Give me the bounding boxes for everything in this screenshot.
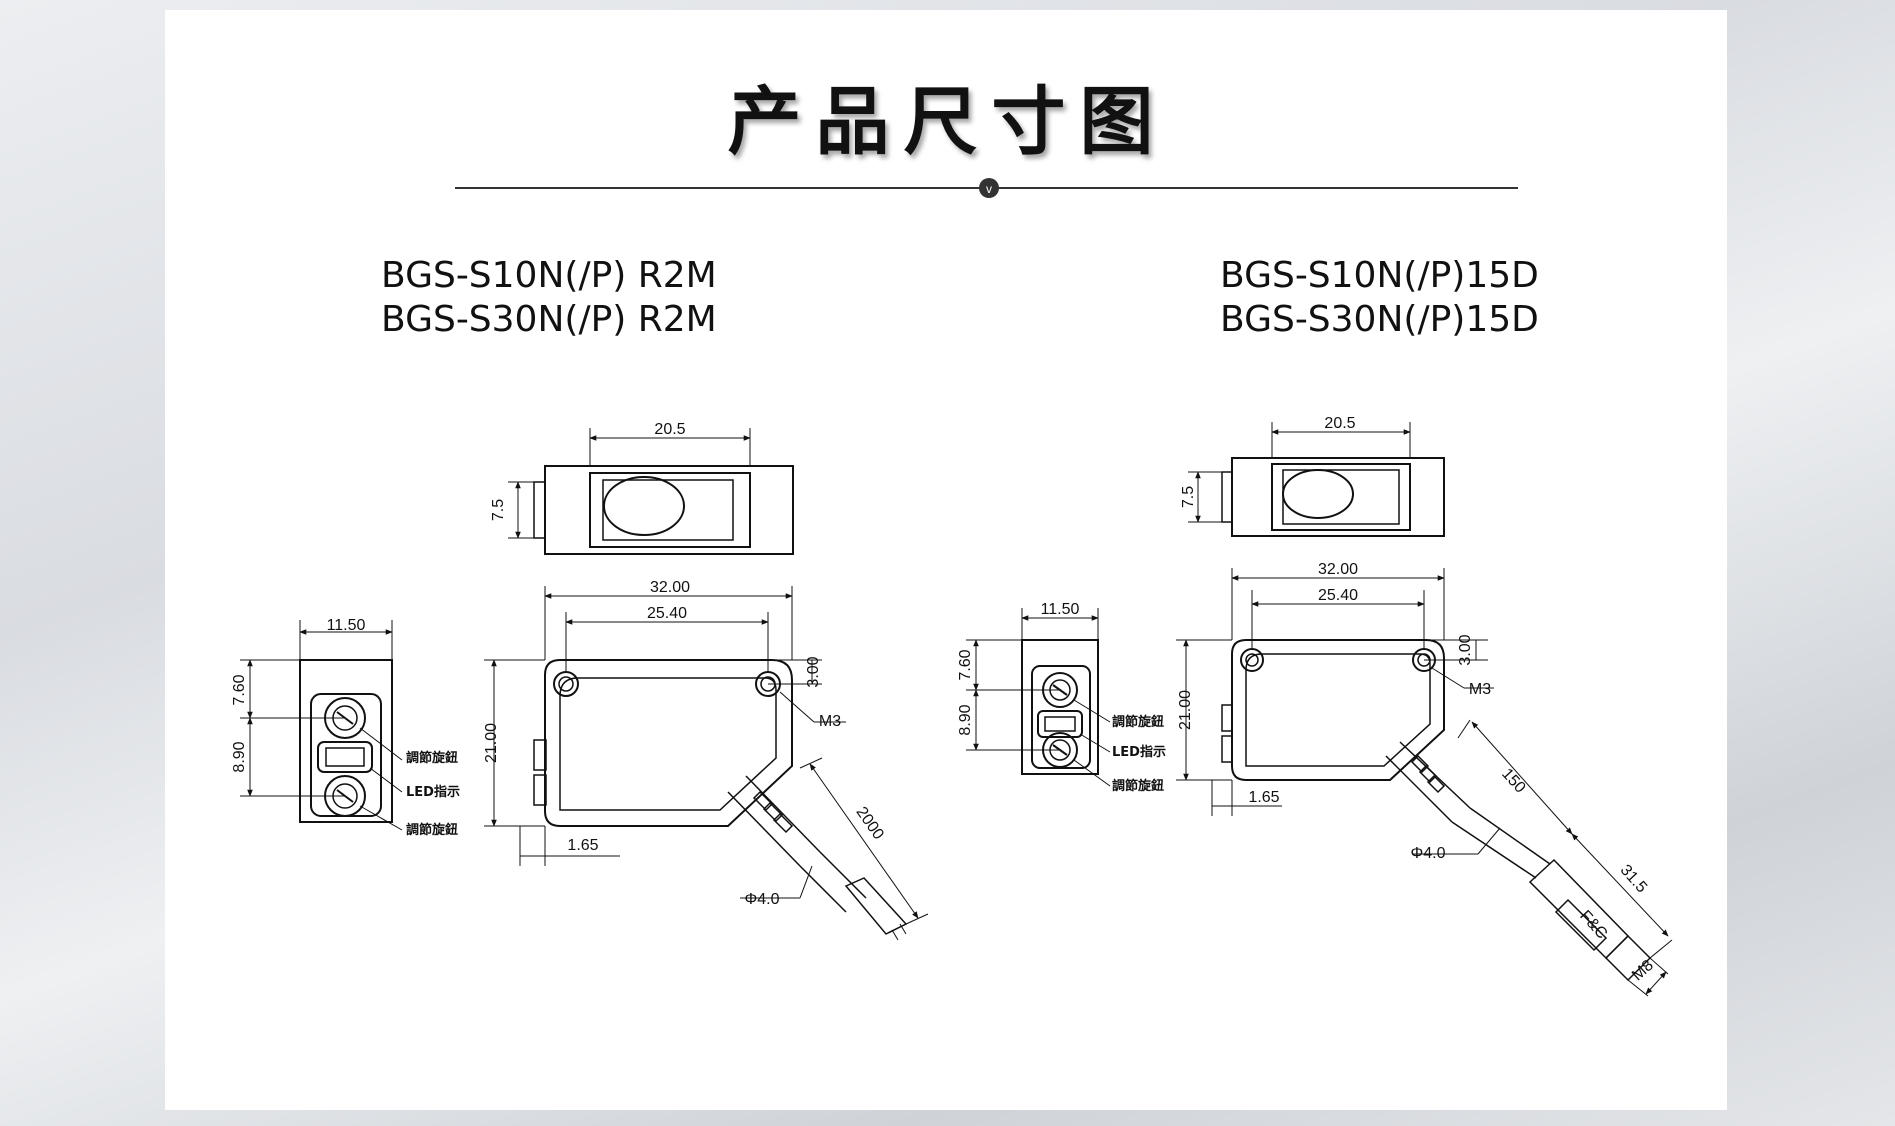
left-side-view	[240, 620, 403, 831]
right-front-total: 32.00	[1318, 561, 1358, 578]
page-title: 产品尺寸图	[727, 79, 1168, 165]
right-cable-dia: Φ4.0	[1410, 845, 1445, 862]
right-cable-length: 150	[1498, 765, 1529, 796]
right-front-holes: 25.40	[1318, 587, 1358, 604]
left-side-width: 11.50	[327, 617, 366, 634]
left-adjust-top-label: 調節旋鈕	[406, 750, 458, 766]
left-front-total: 32.00	[650, 579, 690, 596]
left-hole-label: M3	[819, 713, 841, 730]
left-led-label: LED指示	[406, 784, 460, 800]
right-side-upper: 7.60	[957, 649, 974, 680]
left-front-offset: 3.00	[805, 656, 822, 687]
left-adjust-bottom-label: 調節旋鈕	[406, 822, 458, 838]
right-front-base: 1.65	[1248, 789, 1279, 806]
right-top-height: 7.5	[1180, 486, 1197, 508]
right-front-height: 21.00	[1177, 690, 1194, 730]
right-connector-length: 31.5	[1617, 862, 1651, 897]
right-side-lower: 8.90	[957, 704, 974, 735]
right-side-width: 11.50	[1041, 601, 1080, 618]
right-front-offset: 3.00	[1457, 634, 1474, 665]
left-model-name-1: BGS-S10N(/P) R2M	[381, 255, 717, 296]
divider-badge: v	[986, 182, 992, 196]
content-panel	[165, 10, 1727, 1110]
left-top-width: 20.5	[654, 421, 685, 438]
right-side-view	[966, 608, 1111, 787]
left-front-height: 21.00	[483, 723, 500, 763]
right-hole-label: M3	[1469, 681, 1491, 698]
left-cable-length: 2000	[853, 804, 887, 843]
right-top-view	[1188, 422, 1445, 537]
title-divider: v	[455, 178, 1518, 198]
left-front-base: 1.65	[567, 837, 598, 854]
right-top-width: 20.5	[1324, 415, 1355, 432]
right-led-label: LED指示	[1112, 744, 1166, 760]
right-adjust-top-label: 調節旋鈕	[1112, 714, 1164, 730]
right-model-name-2: BGS-S30N(/P)15D	[1220, 299, 1539, 340]
right-adjust-bottom-label: 調節旋鈕	[1112, 778, 1164, 794]
left-side-upper: 7.60	[231, 674, 248, 705]
right-front-view	[1176, 568, 1673, 997]
left-front-holes: 25.40	[647, 605, 687, 622]
right-model-name-1: BGS-S10N(/P)15D	[1220, 255, 1539, 296]
left-top-height: 7.5	[490, 499, 507, 521]
left-front-view	[484, 586, 929, 941]
left-model-name-2: BGS-S30N(/P) R2M	[381, 299, 717, 340]
left-top-view	[508, 428, 794, 555]
left-cable-dia: Φ4.0	[744, 891, 779, 908]
left-side-lower: 8.90	[231, 741, 248, 772]
